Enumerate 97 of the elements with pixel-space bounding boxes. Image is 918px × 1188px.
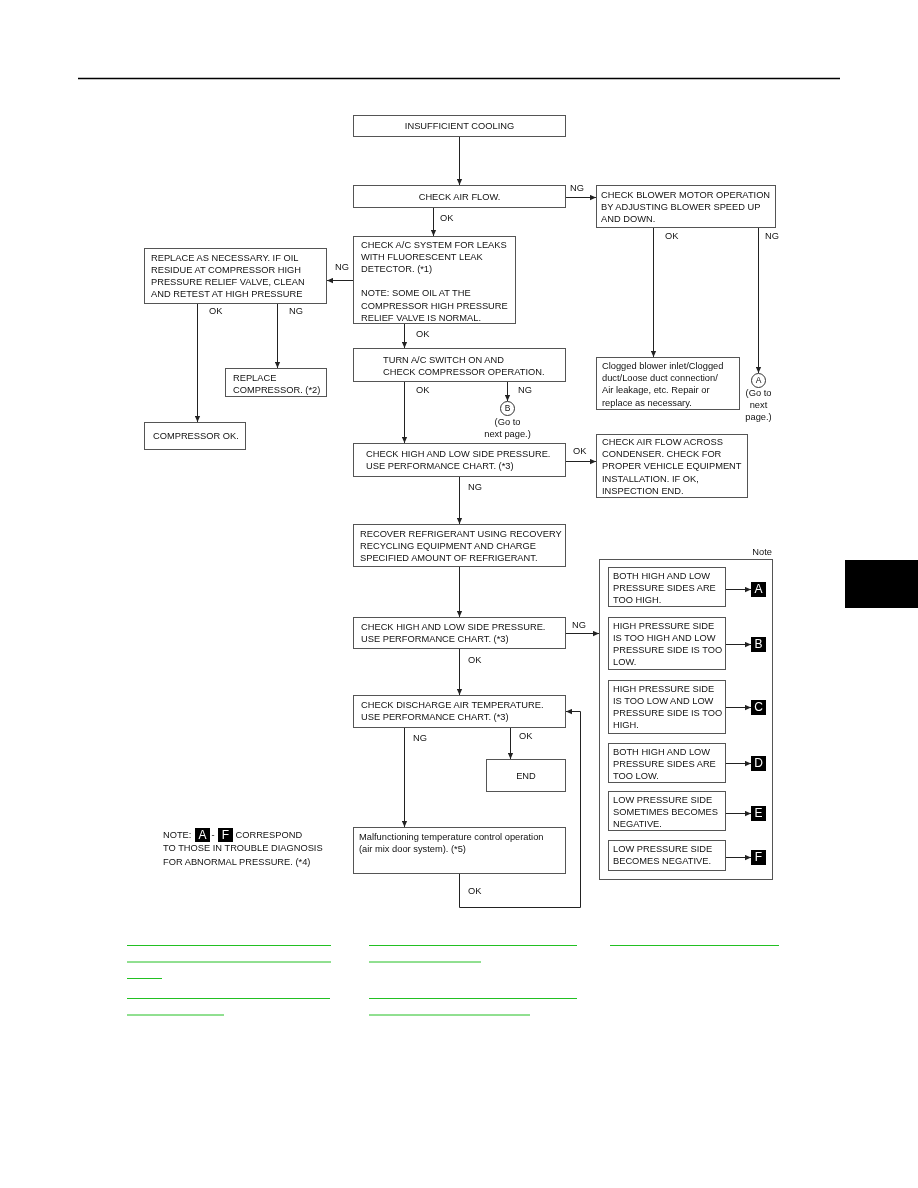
edge-label: OK — [572, 446, 588, 457]
flow-arrow — [725, 586, 752, 593]
note-text: TO THOSE IN TROUBLE DIAGNOSIS FOR ABNORMAL PRESSURE. (*4) — [163, 842, 323, 869]
step-text: CHECK DISCHARGE AIR TEMPERATURE. USE PERFORMANCE CHART. (*3) — [361, 699, 545, 724]
process-box — [353, 236, 516, 324]
step-text: INSUFFICIENT COOLING — [403, 120, 516, 133]
step-text: REPLACE COMPRESSOR. (*2) — [233, 371, 322, 396]
edge-label: NG — [569, 183, 585, 194]
flow-arrow — [725, 854, 752, 861]
step-text: NOTE: SOME OIL AT THE COMPRESSOR HIGH PRESSURE RELIEF VALVE IS NORMAL. — [361, 287, 509, 324]
flow-arrow — [565, 194, 597, 201]
process-box — [608, 743, 726, 783]
process-box — [353, 443, 566, 477]
flow-arrow — [274, 303, 281, 369]
process-box — [225, 368, 327, 397]
flow-arrow — [326, 277, 354, 284]
note-text: CORRESPOND — [235, 829, 303, 842]
edge-label: OK — [208, 306, 224, 317]
letter-tile: D — [751, 756, 766, 771]
edge-label: NG — [334, 262, 350, 273]
step-text: CHECK A/C SYSTEM FOR LEAKS WITH FLUORESCENT LEAK DETECTOR. (*1) — [361, 238, 508, 276]
process-box — [486, 759, 566, 792]
page-reference: (Go to next page.) — [744, 387, 773, 423]
note-text: NOTE: — [163, 829, 192, 842]
edge-label: NG — [764, 231, 780, 242]
process-box — [353, 524, 566, 567]
letter-tile: E — [751, 806, 766, 821]
edge-label: OK — [439, 213, 455, 224]
step-text: HIGH PRESSURE SIDE IS TOO LOW AND LOW PRESSURE SIDE IS TOO HIGH. — [613, 682, 724, 732]
step-text: Clogged blower inlet/Clogged duct/Loose duct connection/Air leakage, etc. Repair or replace as necessary. — [602, 360, 725, 409]
edge-label: NG — [467, 482, 483, 493]
flow-arrow — [459, 708, 581, 908]
step-text: LOW PRESSURE SIDE BECOMES NEGATIVE. — [613, 842, 714, 867]
flow-arrow — [725, 760, 752, 767]
flow-arrow — [755, 227, 762, 374]
edge-label: OK — [415, 329, 431, 340]
edge-label: NG — [288, 306, 304, 317]
flow-arrow — [401, 323, 408, 349]
flow-arrow — [504, 381, 511, 402]
letter-tile: B — [751, 637, 766, 652]
step-text: COMPRESSOR OK. — [153, 430, 240, 443]
process-box — [596, 357, 740, 410]
step-text: LOW PRESSURE SIDE SOMETIMES BECOMES NEGATIVE. — [613, 793, 719, 831]
page-reference: (Go to next page.) — [483, 416, 532, 440]
step-text: CHECK HIGH AND LOW SIDE PRESSURE. USE PERFORMANCE CHART. (*3) — [366, 448, 552, 473]
edge-label: NG — [412, 733, 428, 744]
flow-arrow — [430, 207, 437, 237]
process-box — [353, 348, 566, 382]
process-box — [144, 248, 327, 304]
flow-arrow — [507, 727, 514, 760]
letter-tile: F — [218, 828, 233, 842]
flow-arrow — [725, 704, 752, 711]
letter-tile: F — [751, 850, 766, 865]
process-box — [353, 617, 566, 649]
step-text: CHECK HIGH AND LOW SIDE PRESSURE. USE PERFORMANCE CHART. (*3) — [361, 621, 547, 646]
step-text: END — [515, 770, 537, 783]
step-text: Malfunctioning temperature control operation (air mix door system). (*5) — [359, 831, 545, 856]
process-box — [353, 115, 566, 137]
step-text: CHECK AIR FLOW. — [417, 190, 502, 203]
flow-arrow — [725, 810, 752, 817]
note-text: - — [211, 829, 215, 842]
process-box — [608, 840, 726, 871]
process-box — [353, 185, 566, 208]
letter-tile: C — [751, 700, 766, 715]
edge-label: NG — [571, 620, 587, 631]
step-text: HIGH PRESSURE SIDE IS TOO HIGH AND LOW PRESSURE SIDE IS TOO LOW. — [613, 619, 724, 669]
edge-label: OK — [415, 385, 431, 396]
flow-arrow — [456, 648, 463, 696]
flow-arrow — [401, 727, 408, 828]
edge-label: OK — [664, 231, 680, 242]
flow-arrow — [565, 630, 600, 637]
step-text: BOTH HIGH AND LOW PRESSURE SIDES ARE TOO LOW. — [613, 745, 717, 783]
letter-tile: A — [751, 582, 766, 597]
process-box — [353, 827, 566, 874]
step-text: BOTH HIGH AND LOW PRESSURE SIDES ARE TOO HIGH. — [613, 569, 717, 607]
step-text: REPLACE AS NECESSARY. IF OIL RESIDUE AT COMPRESSOR HIGH PRESSURE RELIEF VALVE, CLEAN AND RETEST AT HIGH PRESSURE — [151, 251, 306, 301]
process-box — [608, 567, 726, 607]
flow-arrow — [725, 641, 752, 648]
step-text: CHECK BLOWER MOTOR OPERATION BY ADJUSTING BLOWER SPEED UP AND DOWN. — [601, 188, 772, 226]
process-box — [144, 422, 246, 450]
step-text: RECOVER REFRIGERANT USING RECOVERY RECYCLING EQUIPMENT AND CHARGE SPECIFIED AMOUNT OF REFRIGERANT. — [360, 528, 563, 565]
flow-arrow — [401, 381, 408, 444]
edge-label: OK — [467, 886, 483, 897]
edge-label: OK — [518, 731, 534, 742]
letter-tile: A — [195, 828, 210, 842]
flow-arrow — [565, 458, 597, 465]
step-text: CHECK AIR FLOW ACROSS CONDENSER. CHECK FOR PROPER VEHICLE EQUIPMENT INSTALLATION. IF OK, INSPECTION END. — [602, 436, 743, 497]
edge-label: NG — [517, 385, 533, 396]
panel-heading: Note — [752, 547, 772, 558]
edge-label: OK — [467, 655, 483, 666]
step-text: TURN A/C SWITCH ON AND CHECK COMPRESSOR OPERATION. — [383, 353, 546, 378]
flow-arrow — [456, 476, 463, 525]
flow-arrow — [456, 566, 463, 618]
process-box — [353, 695, 566, 728]
flow-arrow — [650, 227, 657, 358]
flow-arrow — [194, 303, 201, 423]
flow-arrow — [456, 136, 463, 186]
